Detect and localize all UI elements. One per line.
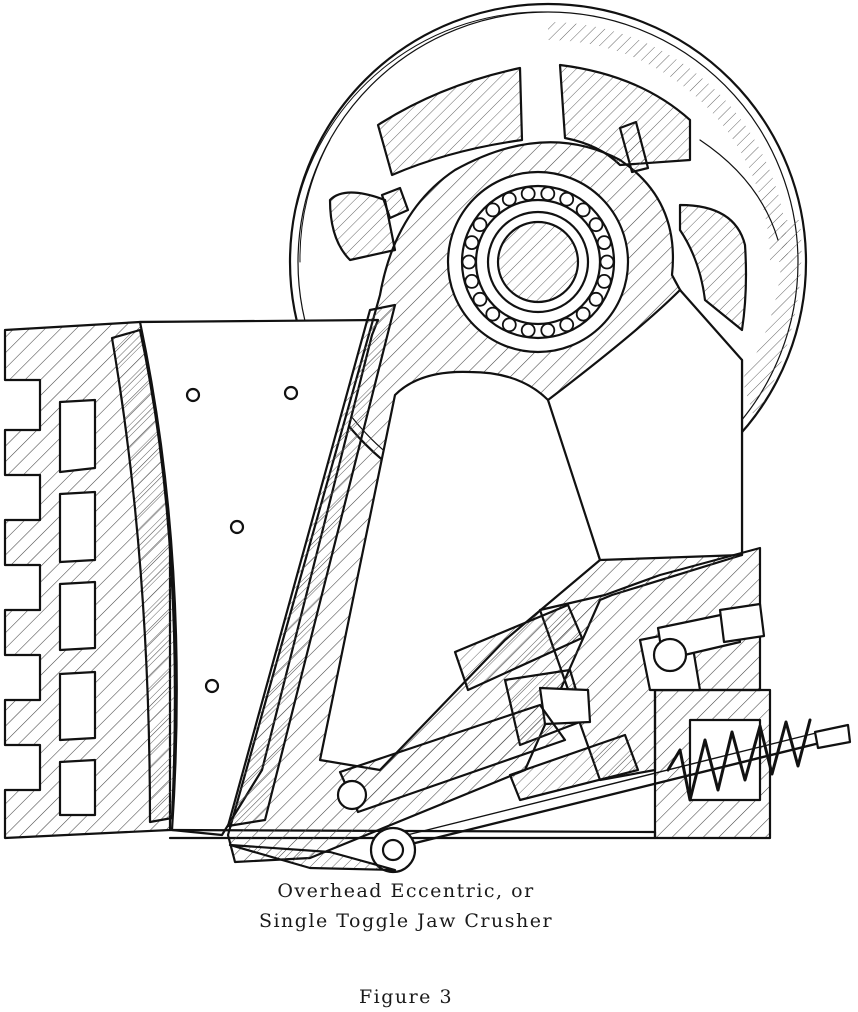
toggle-assembly (228, 546, 852, 874)
bearing-roller (464, 235, 480, 251)
bearing-roller (559, 317, 575, 333)
flywheel-window (328, 191, 397, 262)
bearing-roller (485, 306, 501, 322)
bolt (185, 387, 201, 403)
bearing-roller (596, 273, 612, 289)
bearing-roller (464, 273, 480, 289)
wedge (453, 603, 584, 692)
caption-line-1: Overhead Eccentric, or (277, 880, 535, 902)
caption-line-2: Single Toggle Jaw Crusher (258, 910, 554, 932)
bolt (229, 519, 245, 535)
bearing-roller (559, 191, 575, 207)
flywheel-window (558, 63, 692, 167)
bearing-roller (575, 306, 591, 322)
bearing-roller (520, 186, 536, 202)
bearing-roller (485, 202, 501, 218)
grease-fitting (380, 186, 410, 220)
jaw-crusher-drawing (3, 2, 852, 874)
bearing-roller (599, 254, 615, 270)
bearing-roller (461, 254, 477, 270)
flywheel-window (678, 203, 748, 332)
pitman (226, 120, 744, 864)
bearing-roller (588, 217, 604, 233)
crusher-frame (3, 318, 772, 840)
tension-rod (393, 736, 842, 850)
bearing-roller (588, 291, 604, 307)
movable-jaw-plate (226, 303, 397, 828)
bearing-roller (472, 291, 488, 307)
flywheel-window (376, 66, 524, 177)
bearing-roller (575, 202, 591, 218)
bearing-roller (540, 322, 556, 338)
bolt (283, 385, 299, 401)
bearing-roller (540, 186, 556, 202)
bearing-roller (520, 322, 536, 338)
bolt (204, 678, 220, 694)
bearing-rollers (461, 186, 615, 338)
tension-spring (666, 718, 812, 802)
bearing-roller (596, 235, 612, 251)
bearing-roller (501, 191, 517, 207)
bearing-roller (501, 317, 517, 333)
bearing-roller (472, 217, 488, 233)
flywheel (288, 2, 808, 522)
figure-label: Figure 3 (358, 986, 454, 1008)
